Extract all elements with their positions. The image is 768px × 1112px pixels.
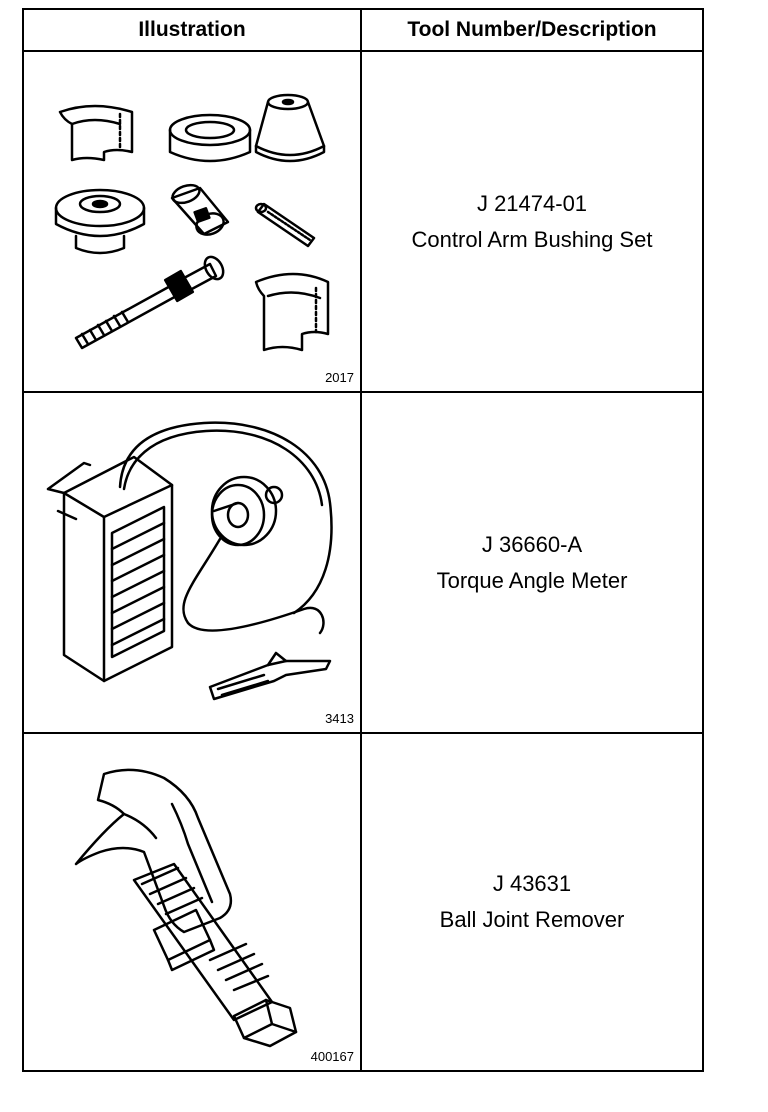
column-divider — [360, 10, 362, 1070]
table-row: 400167 J 43631 Ball Joint Remover — [24, 734, 702, 1070]
tool-number: J 36660-A — [481, 531, 583, 557]
table-row: 2017 J 21474-01 Control Arm Bushing Set — [24, 52, 702, 393]
table-row: 3413 J 36660-A Torque Angle Meter — [24, 393, 702, 734]
illustration-cell: 3413 — [24, 393, 360, 732]
description-cell: J 21474-01 Control Arm Bushing Set — [362, 52, 702, 391]
description-cell: J 36660-A Torque Angle Meter — [362, 393, 702, 732]
table-header: Illustration Tool Number/Description — [24, 10, 702, 52]
tool-description: Control Arm Bushing Set — [411, 226, 653, 252]
tool-description: Ball Joint Remover — [439, 907, 625, 932]
torque-meter-icon — [46, 421, 333, 701]
illustration-cell: 2017 — [24, 52, 360, 391]
figure-number: 2017 — [325, 370, 354, 385]
figure-number: 400167 — [310, 1049, 354, 1064]
tool-number: J 21474-01 — [476, 190, 588, 216]
illustration-cell: 400167 — [24, 734, 360, 1070]
bushing-set-icon — [54, 93, 330, 352]
tool-number: J 43631 — [492, 871, 572, 896]
ball-joint-remover-icon — [74, 768, 298, 1048]
header-tool-description: Tool Number/Description — [407, 18, 657, 41]
tool-description: Torque Angle Meter — [436, 567, 628, 593]
tool-table: Illustration Tool Number/Description — [22, 8, 704, 1072]
header-illustration: Illustration — [138, 18, 246, 41]
description-cell: J 43631 Ball Joint Remover — [362, 734, 702, 1070]
figure-number: 3413 — [325, 711, 354, 726]
